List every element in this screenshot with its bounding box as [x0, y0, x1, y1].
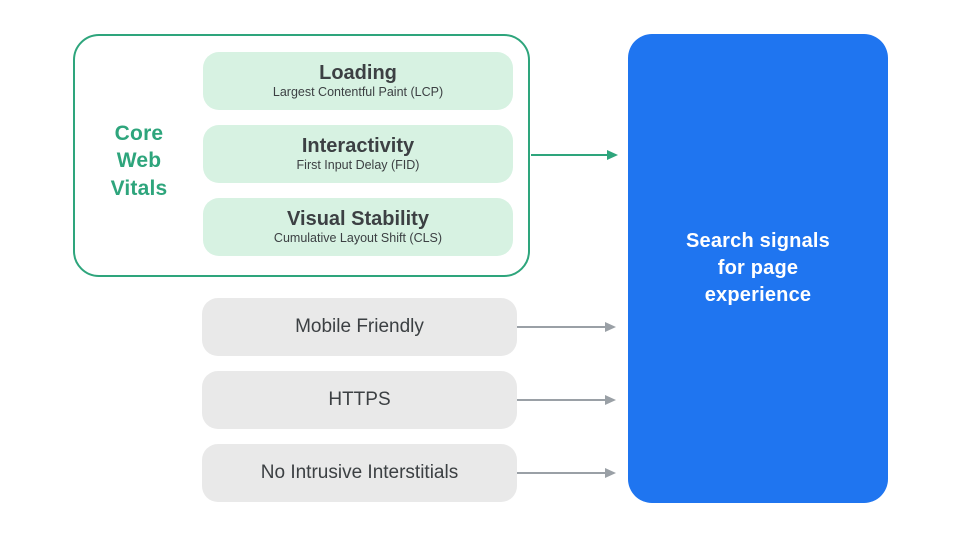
signal-pill-mobile-friendly: Mobile Friendly [202, 298, 517, 356]
signal-pill-mobile-friendly-label: Mobile Friendly [295, 316, 424, 337]
cwv-pill-interactivity: Interactivity First Input Delay (FID) [203, 125, 513, 183]
core-web-vitals-arrow [531, 150, 618, 160]
search-signals-label: Search signals for page experience [686, 230, 830, 306]
cwv-pill-visual-stability-subtitle: Cumulative Layout Shift (CLS) [273, 230, 443, 245]
cwv-pill-interactivity-title: Interactivity [301, 134, 415, 157]
cwv-pill-interactivity-subtitle: First Input Delay (FID) [296, 157, 420, 172]
signal-pill-no-intrusive-interstitials-label: No Intrusive Interstitials [260, 462, 459, 483]
search-signals-box: Search signals for page experience [628, 34, 888, 503]
core-web-vitals-label: Core Web Vitals [110, 122, 168, 200]
signal-pill-https-label: HTTPS [328, 389, 391, 410]
no-intrusive-interstitials-arrow [517, 468, 616, 478]
cwv-pill-visual-stability: Visual Stability Cumulative Layout Shift… [203, 198, 513, 256]
signal-pill-no-intrusive-interstitials: No Intrusive Interstitials [202, 444, 517, 502]
cwv-pill-loading-title: Loading [319, 61, 397, 84]
cwv-pill-visual-stability-title: Visual Stability [287, 207, 429, 230]
signal-pill-https: HTTPS [202, 371, 517, 429]
cwv-pill-loading-subtitle: Largest Contentful Paint (LCP) [272, 84, 444, 99]
cwv-pill-loading: Loading Largest Contentful Paint (LCP) [203, 52, 513, 110]
core-web-vitals-group-border [73, 34, 530, 277]
https-arrow [517, 395, 616, 405]
mobile-friendly-arrow [517, 322, 616, 332]
